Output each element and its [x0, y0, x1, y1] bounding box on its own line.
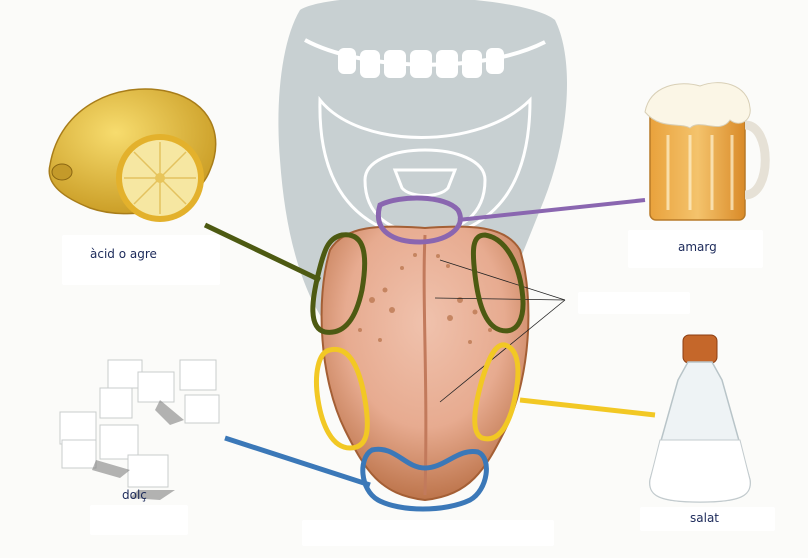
salt-shaker-icon [650, 335, 750, 502]
sour-label: àcid o agre [90, 247, 157, 261]
tongue-illustration [322, 227, 565, 500]
sweet-label-plate [90, 505, 188, 535]
lemon-icon [49, 89, 215, 222]
sweet-label: dolç [122, 488, 147, 502]
beer-mug-icon [645, 83, 765, 220]
bitter-label: amarg [678, 240, 717, 254]
papillae-label-plate [578, 292, 690, 314]
tongue-title-plate [302, 520, 554, 546]
sugar-cubes-icon [60, 360, 219, 500]
salty-label: salat [690, 511, 719, 525]
